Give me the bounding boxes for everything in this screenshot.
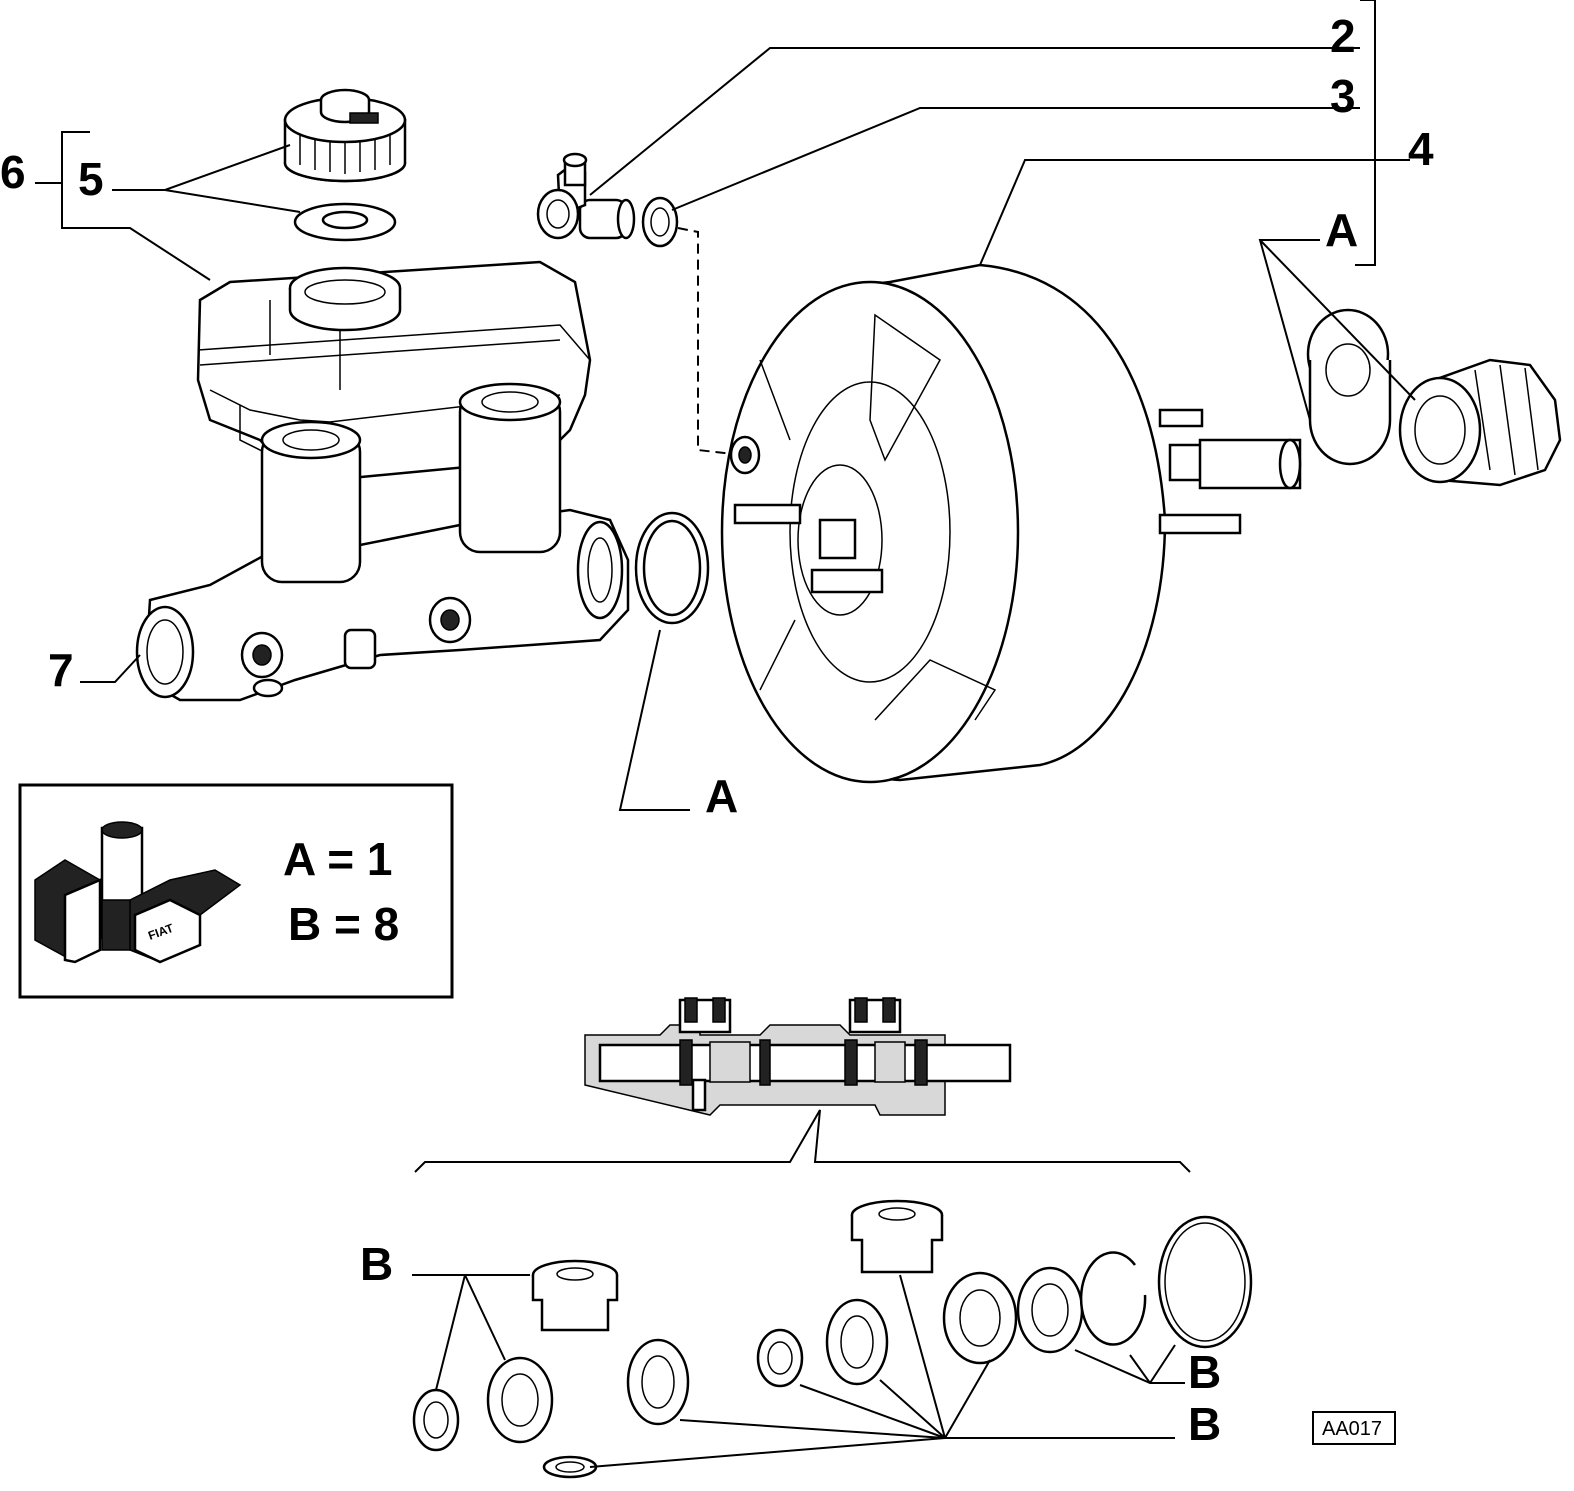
pushrod-bushing	[1306, 308, 1392, 466]
fiat-kit-icon: FIAT	[34, 821, 242, 964]
hose-union	[536, 152, 636, 240]
callout-a-ring: A	[705, 770, 738, 822]
callout-6: 6	[0, 146, 26, 198]
reservoir-cap	[283, 88, 407, 183]
callout-b-left: B	[360, 1238, 393, 1290]
callout-b-right: B	[1188, 1346, 1221, 1398]
seal-kit	[412, 1199, 1253, 1479]
legend-a-equals: A = 1	[283, 833, 393, 885]
drawing-code-box: AA017	[1312, 1411, 1396, 1445]
callout-b-bottom: B	[1188, 1398, 1221, 1450]
legend-box: FIAT A = 1 B = 8	[18, 783, 454, 999]
master-cylinder-seal-ring	[634, 511, 710, 625]
brake-booster	[720, 263, 1302, 784]
section-bracket	[414, 1109, 1191, 1173]
master-cylinder-section	[584, 997, 1012, 1116]
union-grommet	[641, 196, 679, 248]
callout-4: 4	[1408, 123, 1434, 175]
callout-a-top: A	[1325, 204, 1358, 256]
drawing-code: AA017	[1322, 1418, 1382, 1440]
cap-seal-washer	[293, 202, 397, 242]
callout-3: 3	[1330, 70, 1356, 122]
leader-lines-top	[35, 0, 1416, 811]
pushrod-boot	[1398, 358, 1562, 487]
legend-b-equals: B = 8	[288, 898, 399, 950]
leader-lines-bottom	[412, 1274, 1185, 1468]
callout-2: 2	[1330, 10, 1356, 62]
master-cylinder	[135, 382, 630, 702]
callout-5: 5	[78, 153, 104, 205]
callout-7: 7	[48, 644, 74, 696]
